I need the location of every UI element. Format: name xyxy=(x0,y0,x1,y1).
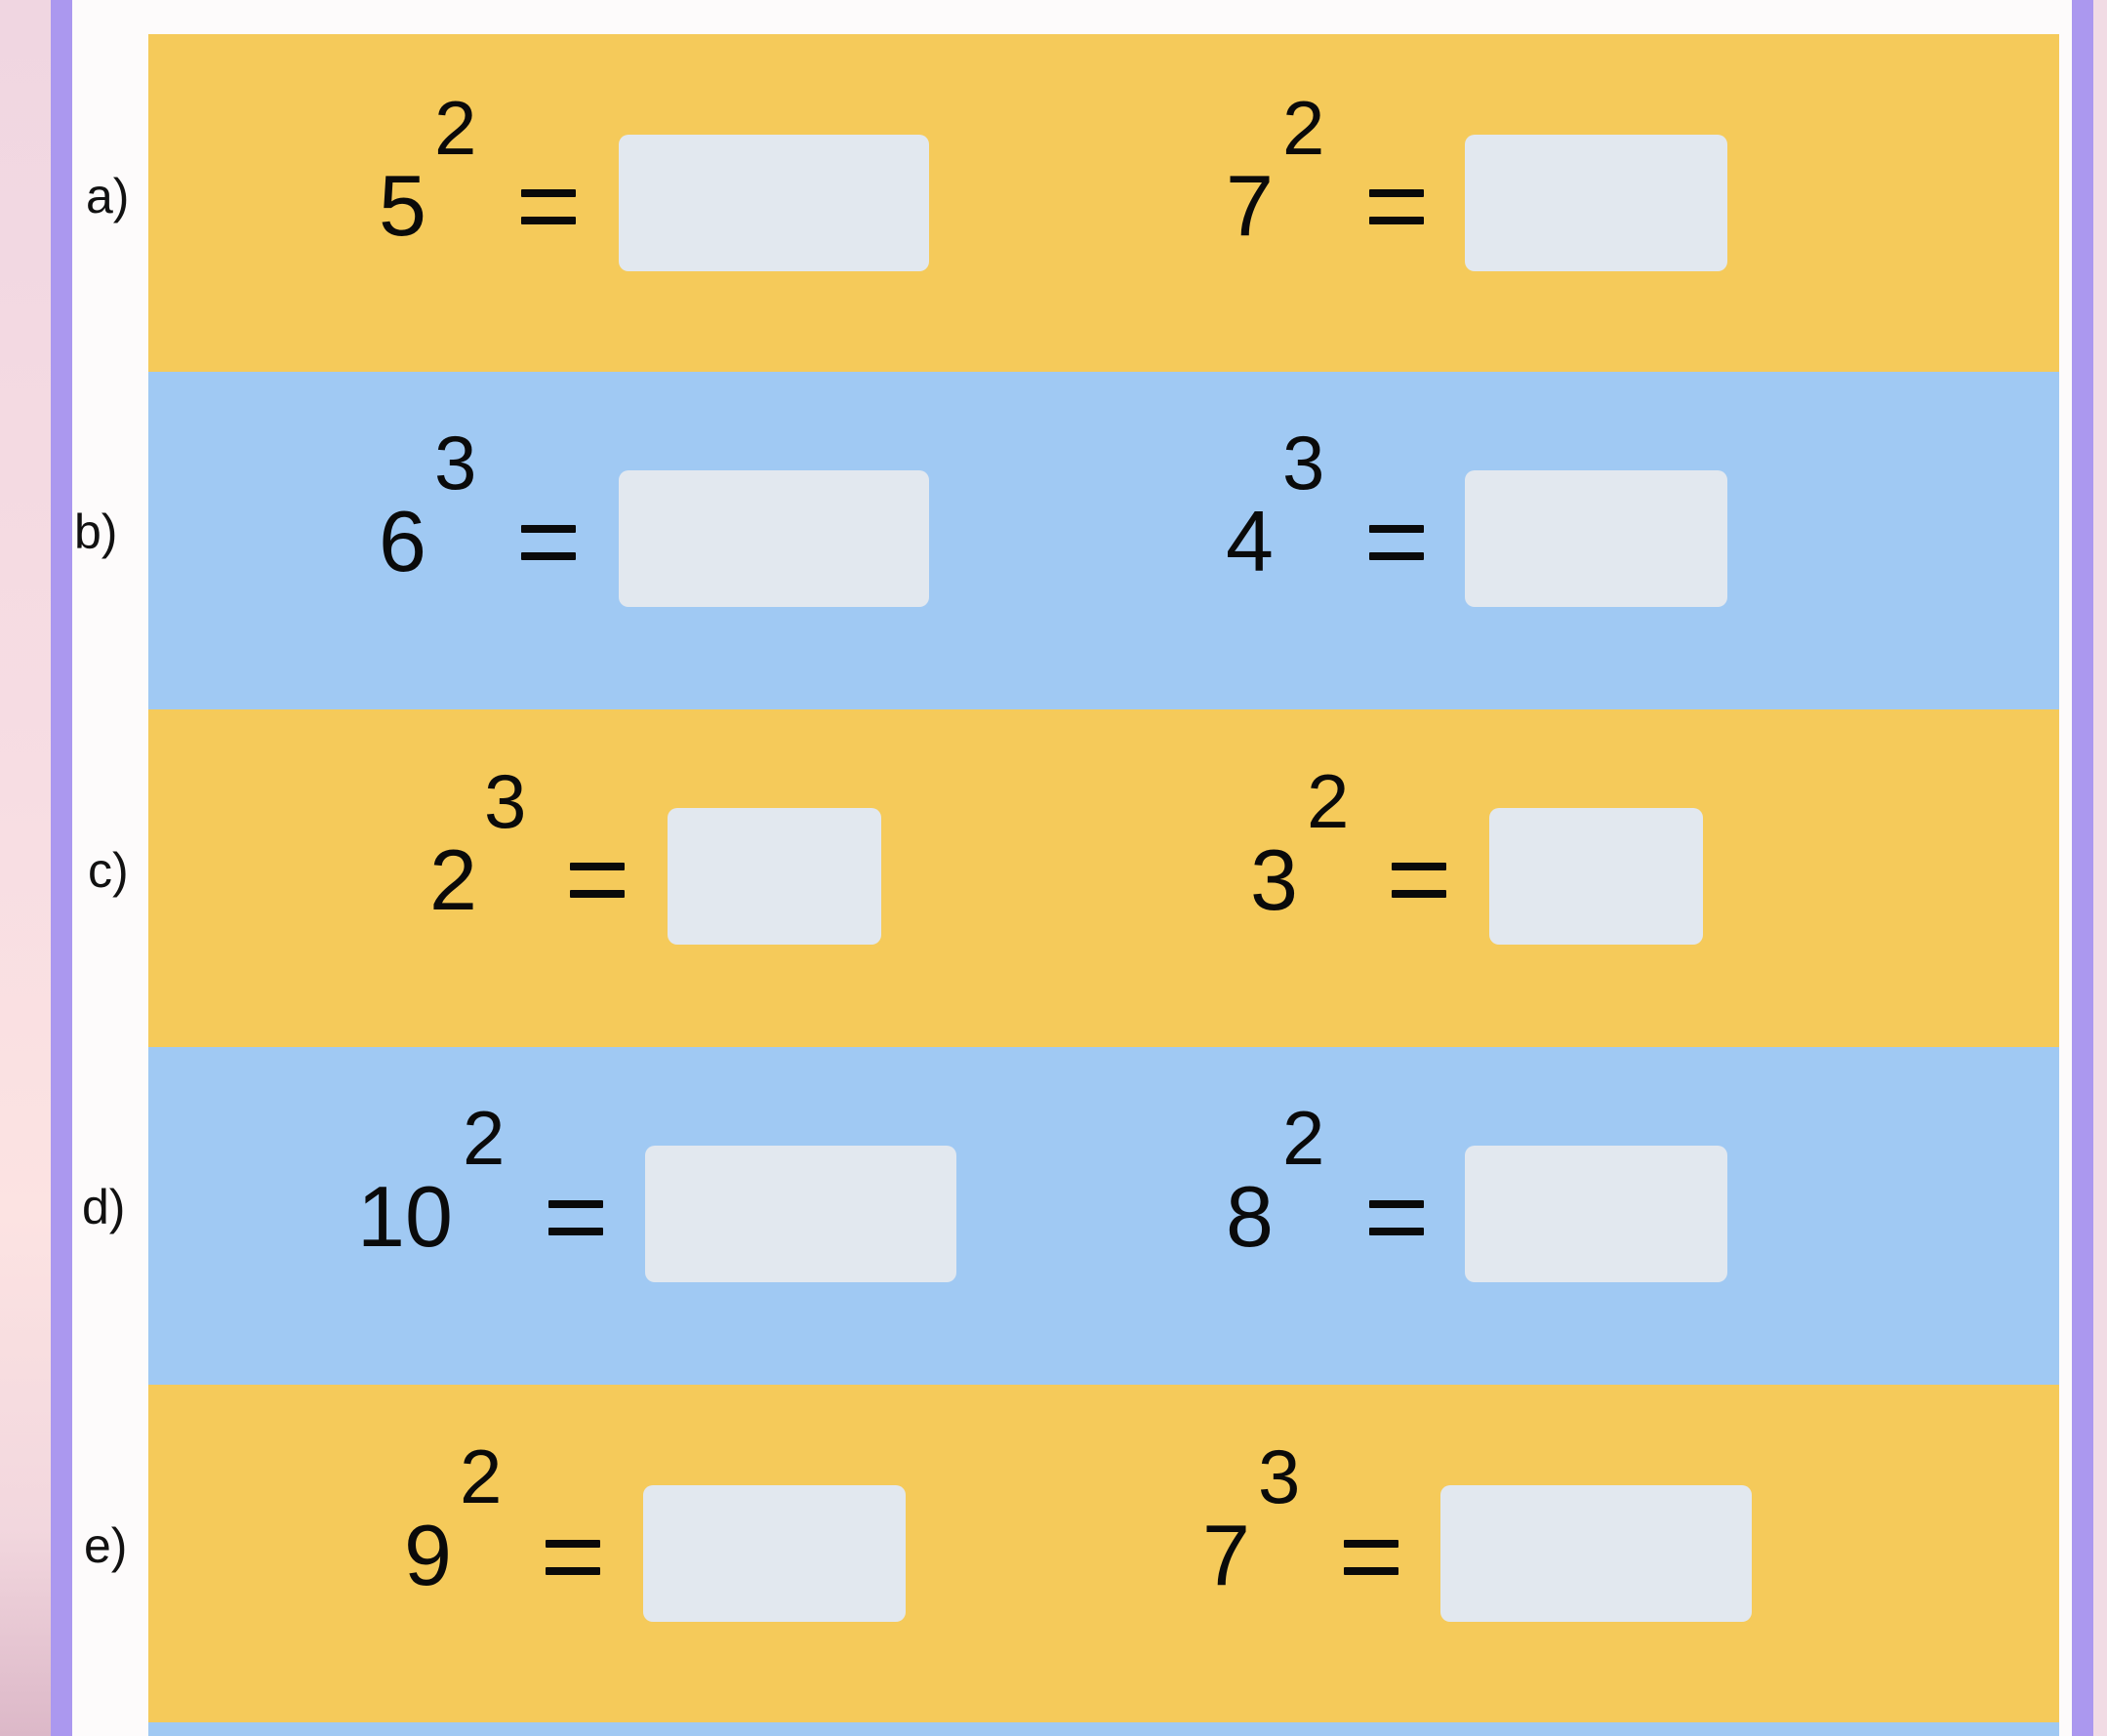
answer-input-e-left[interactable] xyxy=(643,1485,906,1622)
base-e-left: 9 xyxy=(404,1507,452,1603)
exponent-d-left: 2 xyxy=(463,1095,506,1181)
answer-input-d-left[interactable] xyxy=(645,1146,956,1282)
row-label-b: b) xyxy=(74,505,118,559)
answer-input-b-right[interactable] xyxy=(1465,470,1727,607)
exponent-c-right: 2 xyxy=(1307,758,1350,844)
exponent-e-right: 3 xyxy=(1258,1433,1301,1519)
answer-input-d-right[interactable] xyxy=(1465,1146,1727,1282)
equals-sign-c-right xyxy=(1392,863,1446,898)
exponent-c-left: 3 xyxy=(484,758,527,844)
equals-sign-d-left xyxy=(548,1200,603,1235)
equals-sign-b-right xyxy=(1369,525,1424,560)
base-d-right: 8 xyxy=(1226,1168,1274,1265)
frame-rail-left xyxy=(51,0,72,1736)
base-a-right: 7 xyxy=(1226,157,1274,254)
row-label-d: d) xyxy=(82,1180,126,1234)
answer-input-b-left[interactable] xyxy=(619,470,929,607)
row-label-e: e) xyxy=(84,1518,128,1573)
equals-sign-e-left xyxy=(546,1540,600,1575)
row-label-a: a) xyxy=(86,169,130,223)
base-c-right: 3 xyxy=(1250,831,1298,928)
base-b-left: 6 xyxy=(379,493,426,589)
background-left xyxy=(0,0,51,1736)
answer-input-a-right[interactable] xyxy=(1465,135,1727,271)
base-a-left: 5 xyxy=(379,157,426,254)
base-b-right: 4 xyxy=(1226,493,1274,589)
base-e-right: 7 xyxy=(1202,1507,1250,1603)
exercise-row-d xyxy=(148,1047,2059,1385)
exercise-row-c xyxy=(148,709,2059,1047)
frame-rail-right xyxy=(2072,0,2093,1736)
exercise-row-next xyxy=(148,1722,2059,1736)
equals-sign-c-left xyxy=(570,863,625,898)
exponent-b-right: 3 xyxy=(1282,420,1325,505)
exponent-a-left: 2 xyxy=(434,85,477,171)
exponent-b-left: 3 xyxy=(434,420,477,505)
answer-input-c-right[interactable] xyxy=(1489,808,1703,945)
row-label-c: c) xyxy=(88,843,129,898)
exercise-row-a xyxy=(148,34,2059,372)
answer-input-a-left[interactable] xyxy=(619,135,929,271)
equals-sign-e-right xyxy=(1344,1540,1398,1575)
background-right xyxy=(2093,0,2107,1736)
base-d-left: 10 xyxy=(357,1168,453,1265)
exponent-d-right: 2 xyxy=(1282,1095,1325,1181)
exponent-e-left: 2 xyxy=(460,1433,503,1519)
exponent-a-right: 2 xyxy=(1282,85,1325,171)
equals-sign-a-right xyxy=(1369,189,1424,224)
base-c-left: 2 xyxy=(429,831,477,928)
equals-sign-d-right xyxy=(1369,1200,1424,1235)
exercise-row-b xyxy=(148,372,2059,709)
answer-input-e-right[interactable] xyxy=(1440,1485,1752,1622)
equals-sign-b-left xyxy=(521,525,576,560)
equals-sign-a-left xyxy=(521,189,576,224)
answer-input-c-left[interactable] xyxy=(668,808,881,945)
